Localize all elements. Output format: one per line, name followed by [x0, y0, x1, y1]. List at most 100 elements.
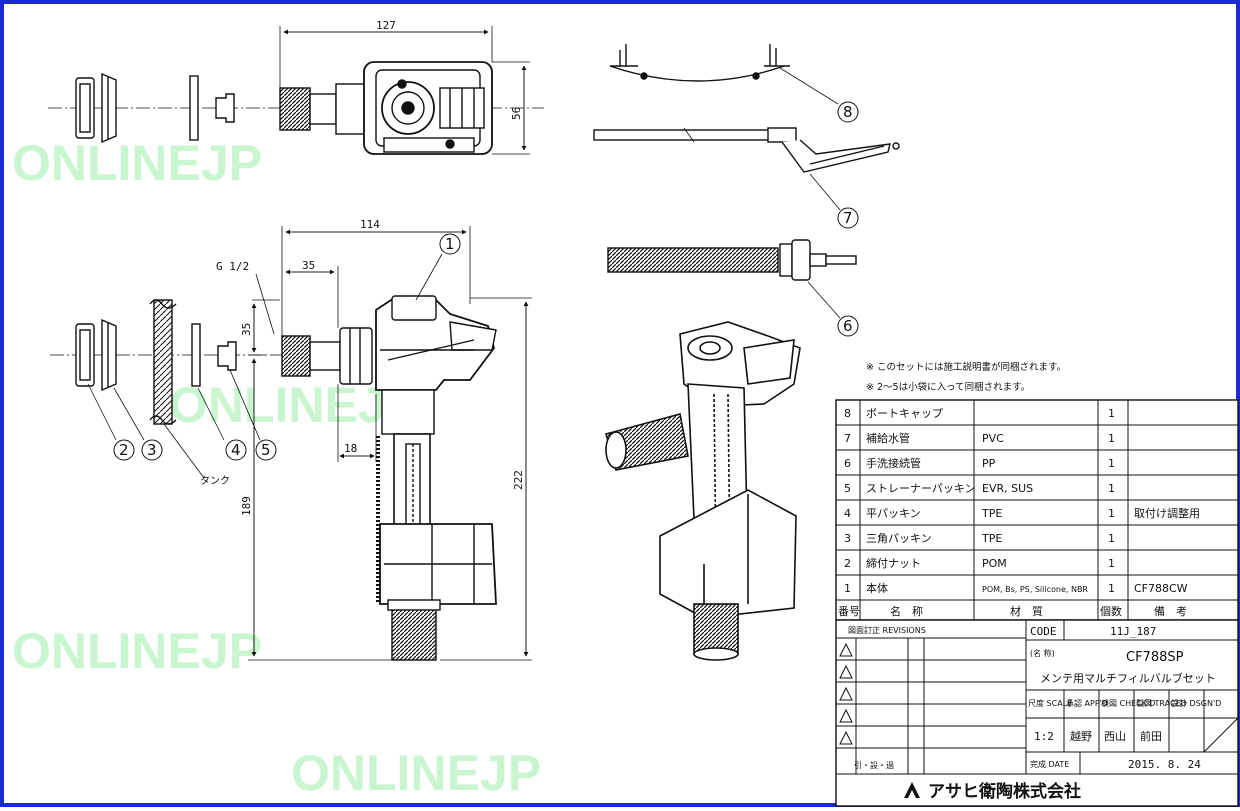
revision-triangles	[839, 642, 853, 745]
parts-cell-no: 5	[844, 482, 851, 495]
parts-cell-qty: 1	[1108, 532, 1115, 545]
header-material: 材 質	[1010, 604, 1043, 618]
table-row: 3 三角パッキン TPE 1	[844, 532, 1115, 545]
svg-text:7: 7	[843, 209, 853, 227]
tank-label: タンク	[200, 475, 230, 487]
header-name: 名 称	[890, 604, 923, 618]
date-value: 2015. 8. 24	[1128, 758, 1201, 771]
callout-1: 1	[439, 233, 461, 255]
parts-cell-qty: 1	[1108, 432, 1115, 445]
isometric-view	[605, 321, 801, 661]
chkd-value: 西山	[1104, 730, 1126, 743]
parts-cell-qty: 1	[1108, 407, 1115, 420]
parts-cell-material: PVC	[982, 432, 1004, 445]
revisions-label: 図面訂正 REVISIONS	[848, 625, 926, 635]
table-row: 8 ボートキャップ 1	[844, 407, 1115, 420]
dim-top-width: 127	[376, 19, 396, 32]
traced-label: 製図 TRACED	[1136, 698, 1187, 708]
dim-thread: G 1/2	[216, 260, 249, 273]
parts-cell-remarks: CF788CW	[1134, 582, 1188, 595]
chkd-label: 検図 CHECK'D	[1101, 698, 1155, 708]
table-row: 1 本体 POM, Bs, PS, Silicone, NBR 1 CF788CW	[844, 581, 1188, 595]
dim-top-height: 56	[510, 107, 523, 120]
watermark: ONLINEJP	[12, 135, 262, 191]
front-callout-leaders	[87, 253, 443, 479]
scale-label: 尺度 SCALE	[1028, 698, 1072, 708]
dim-height-total: 222	[512, 470, 525, 490]
svg-text:6: 6	[843, 317, 853, 335]
svg-text:5: 5	[261, 441, 271, 459]
parts-cell-qty: 1	[1108, 582, 1115, 595]
date-label: 完成 DATE	[1030, 759, 1069, 769]
parts-cell-qty: 1	[1108, 507, 1115, 520]
parts-cell-material: PP	[982, 457, 996, 470]
header-no: 番号	[838, 605, 860, 618]
company-name: アサヒ衛陶株式会社	[928, 781, 1081, 802]
parts-cell-no: 2	[844, 557, 851, 570]
parts-cell-name: 締付ナット	[866, 556, 921, 570]
company-logo-icon	[904, 782, 920, 798]
parts-cell-no: 3	[844, 532, 851, 545]
parts-cell-no: 7	[844, 432, 851, 445]
parts-cell-qty: 1	[1108, 457, 1115, 470]
parts-cell-name: 三角パッキン	[866, 532, 932, 545]
parts-cell-no: 4	[844, 507, 851, 520]
dim-height-lower: 189	[240, 496, 253, 516]
parts-cell-name: 平パッキン	[866, 507, 921, 520]
svg-text:3: 3	[147, 441, 157, 459]
callout-6: 6	[837, 315, 859, 337]
parts-header: 番号 名 称 材 質 個数 備 考	[838, 604, 1187, 618]
parts-cell-name: ストレーナーパッキン	[866, 482, 976, 495]
part-7-refill-tube	[593, 127, 900, 211]
front-view	[50, 295, 497, 661]
callout-3: 3	[141, 439, 163, 461]
title-block	[835, 619, 1239, 807]
watermark: ONLINEJP	[291, 745, 541, 801]
parts-cell-name: ボートキャップ	[866, 407, 943, 420]
watermark: ONLINEJP	[12, 623, 262, 679]
parts-cell-material: EVR, SUS	[982, 482, 1033, 495]
parts-cell-no: 6	[844, 457, 851, 470]
table-row: 5 ストレーナーパッキン EVR, SUS 1	[844, 482, 1115, 495]
note-line-2: ※ 2～5は小袋に入って同梱されます。	[866, 381, 1030, 393]
svg-text:8: 8	[843, 103, 853, 121]
header-remarks: 備 考	[1154, 605, 1187, 618]
appd-label: 承認 APP'D	[1066, 698, 1108, 708]
technical-drawing: ONLINEJP ONLINEJP ONLINEJP ONLINEJP	[12, 19, 1239, 807]
parts-cell-material: POM, Bs, PS, Silicone, NBR	[982, 585, 1088, 594]
parts-cell-no: 1	[844, 582, 851, 595]
parts-cell-remarks: 取付け調整用	[1134, 506, 1200, 520]
parts-cell-name: 手洗接続管	[866, 456, 921, 470]
svg-text:2: 2	[119, 441, 129, 459]
callout-2: 2	[113, 439, 135, 461]
code-value: 11J_187	[1110, 625, 1156, 638]
parts-table	[835, 399, 1239, 621]
parts-cell-no: 8	[844, 407, 851, 420]
product-description: メンテ用マルチフィルバルブセット	[1040, 671, 1216, 685]
dim-gap: 18	[344, 442, 357, 455]
svg-text:1: 1	[445, 235, 455, 253]
parts-cell-material: TPE	[981, 507, 1002, 520]
parts-cell-qty: 1	[1108, 557, 1115, 570]
parts-cell-material: TPE	[981, 532, 1002, 545]
top-dimensions	[279, 26, 530, 155]
top-view	[48, 61, 544, 155]
callout-5: 5	[255, 439, 277, 461]
dim-front-width: 114	[360, 218, 380, 231]
product-code: CF788SP	[1126, 650, 1184, 665]
dim-offset: 35	[240, 323, 253, 336]
table-row: 6 手洗接続管 PP 1	[844, 456, 1115, 470]
signoff-label: 引・設・過	[854, 760, 894, 770]
dsgnd-label: 設計 DSGN'D	[1171, 698, 1221, 708]
parts-cell-name: 本体	[866, 581, 888, 595]
table-row: 4 平パッキン TPE 1 取付け調整用	[844, 506, 1200, 520]
callout-4: 4	[225, 439, 247, 461]
part-6-handwash-connector	[607, 239, 857, 319]
parts-cell-qty: 1	[1108, 482, 1115, 495]
callout-7: 7	[837, 207, 859, 229]
note-line-1: ※ このセットには施工説明書が同梱されます。	[866, 361, 1066, 373]
